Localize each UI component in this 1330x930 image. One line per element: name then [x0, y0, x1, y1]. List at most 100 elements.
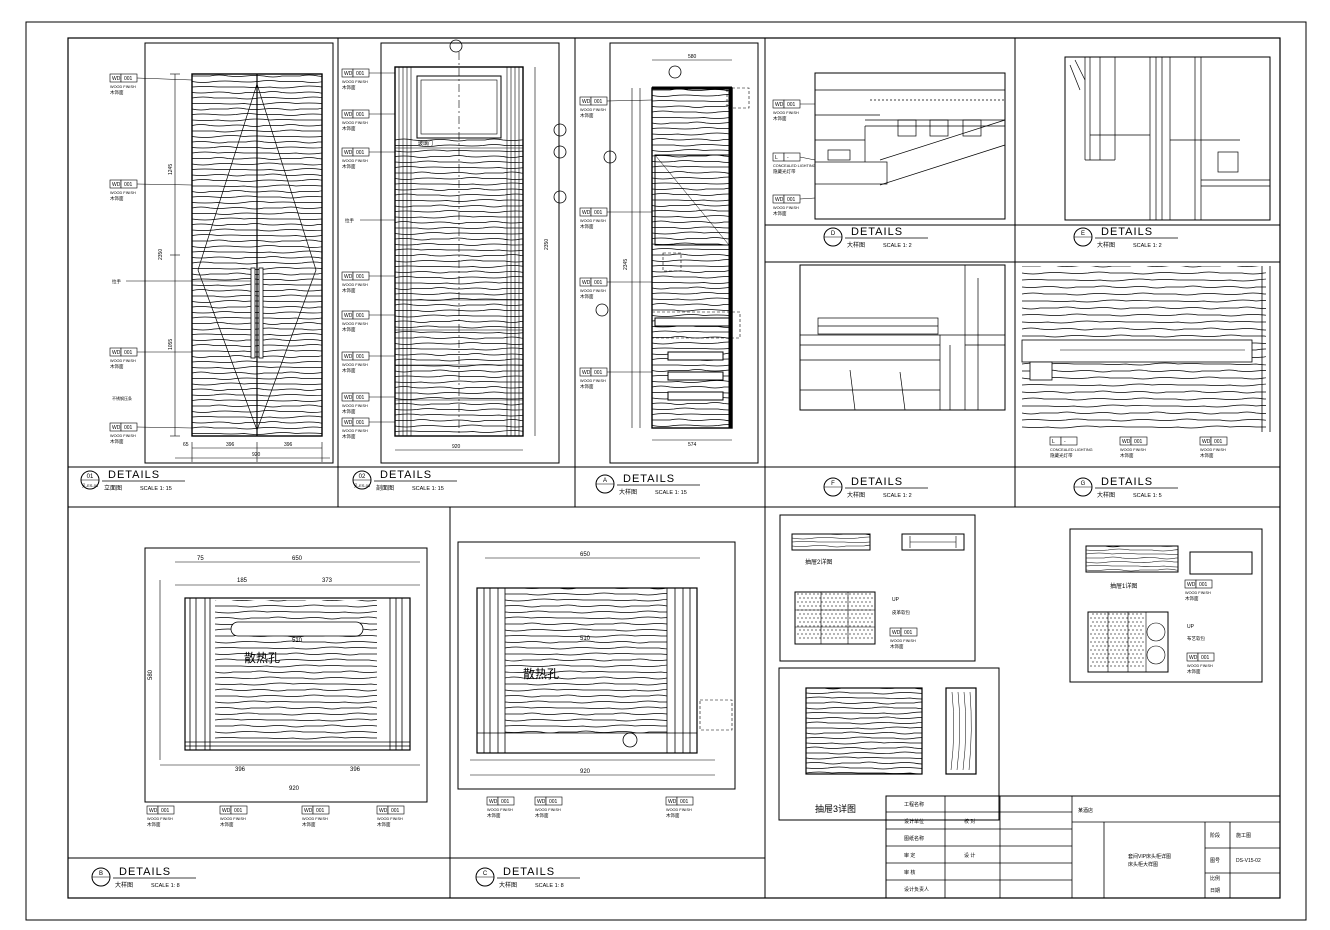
- panel-scale: SCALE 1: 15: [655, 490, 687, 496]
- svg-text:001: 001: [594, 280, 603, 286]
- panel-title: DETAILS: [1101, 476, 1153, 488]
- inner-frame: [67, 37, 1281, 899]
- label-drawer1: 抽屉1详图: [1110, 582, 1137, 590]
- svg-text:WD: WD: [489, 799, 498, 805]
- svg-text:001: 001: [356, 150, 365, 156]
- tb-date-label: 日期: [1210, 888, 1220, 894]
- svg-text:001: 001: [391, 808, 400, 814]
- svg-text:L: L: [1052, 439, 1055, 445]
- label-up-2: UP: [1187, 624, 1195, 630]
- svg-text:WOOD FINISH: WOOD FINISH: [1120, 448, 1146, 452]
- tb-r8: 设 计: [964, 852, 975, 859]
- svg-text:001: 001: [124, 425, 133, 431]
- svg-text:001: 001: [594, 370, 603, 376]
- tb-drawing-name: 套间VIP床头柜详图: [1128, 853, 1171, 860]
- svg-text:001: 001: [1199, 582, 1208, 588]
- panel-grid: [68, 38, 1280, 898]
- svg-text:WOOD FINISH: WOOD FINISH: [110, 359, 136, 363]
- svg-text:木饰面: 木饰面: [580, 223, 594, 230]
- dim-p02-h: 2350: [544, 239, 550, 250]
- title-block: 工程名称 设计单位 图纸名称 审 定 审 核 设计负责人 校 对 设 计 某酒店…: [885, 795, 1281, 899]
- label-steel: 不锈钢压条: [112, 395, 132, 401]
- label-drawer2: 抽屉2详图: [805, 558, 832, 566]
- dim-pC-w: 650: [580, 552, 591, 558]
- dim-p01-total-h: 2350: [158, 249, 164, 260]
- svg-text:WOOD FINISH: WOOD FINISH: [580, 379, 606, 383]
- svg-text:WD: WD: [344, 112, 353, 118]
- svg-text:木饰面: 木饰面: [110, 438, 124, 445]
- svg-text:WD: WD: [1187, 582, 1196, 588]
- svg-text:WOOD FINISH: WOOD FINISH: [342, 121, 368, 125]
- svg-text:WD: WD: [344, 313, 353, 319]
- panel-tag: G: [1081, 481, 1086, 487]
- dim-p01-w-total: 920: [252, 452, 261, 458]
- dim-pB-w: 650: [292, 556, 303, 562]
- svg-text:木饰面: 木饰面: [342, 367, 356, 374]
- svg-text:WOOD FINISH: WOOD FINISH: [580, 219, 606, 223]
- svg-text:WOOD FINISH: WOOD FINISH: [342, 322, 368, 326]
- tb-scale-label: 比例: [1210, 875, 1220, 882]
- panel-title: DETAILS: [851, 476, 903, 488]
- svg-text:WOOD FINISH: WOOD FINISH: [580, 289, 606, 293]
- label-glass-door: 玻璃门: [418, 140, 433, 147]
- svg-text:001: 001: [356, 420, 365, 426]
- svg-text:木饰面: 木饰面: [666, 812, 680, 819]
- svg-text:木饰面: 木饰面: [342, 326, 356, 333]
- svg-text:WOOD FINISH: WOOD FINISH: [302, 817, 328, 821]
- label-vent-b: 散热孔: [244, 650, 280, 665]
- svg-text:L: L: [775, 155, 778, 161]
- svg-text:001: 001: [356, 313, 365, 319]
- dim-pA-bottom: 574: [688, 442, 697, 448]
- panel-scale: SCALE 1: 5: [1133, 493, 1162, 499]
- svg-text:隐藏光灯带: 隐藏光灯带: [773, 168, 796, 175]
- svg-text:木饰面: 木饰面: [1185, 595, 1199, 602]
- panel-title: DETAILS: [851, 226, 903, 238]
- svg-text:WD: WD: [112, 425, 121, 431]
- svg-text:WOOD FINISH: WOOD FINISH: [487, 808, 513, 812]
- panel-sub: 大样图: [499, 881, 517, 889]
- tb-r3: 图纸名称: [904, 835, 924, 842]
- dim-p01-lower: 1055: [168, 339, 174, 350]
- svg-text:001: 001: [124, 76, 133, 82]
- svg-text:001: 001: [680, 799, 689, 805]
- svg-text:001: 001: [356, 354, 365, 360]
- panel-ref: 见-ES-01: [82, 483, 99, 488]
- tb-r4: 审 定: [904, 852, 915, 859]
- svg-text:木饰面: 木饰面: [890, 643, 904, 650]
- dim-pB-b: 373: [322, 578, 333, 584]
- svg-text:WOOD FINISH: WOOD FINISH: [220, 817, 246, 821]
- panel-scale: SCALE 1: 8: [151, 883, 180, 889]
- dim-p02-w: 920: [452, 444, 461, 450]
- svg-text:001: 001: [316, 808, 325, 814]
- label-fabric-2: 布艺软包: [1187, 635, 1205, 642]
- svg-text:-: -: [1064, 439, 1066, 445]
- panel-sub: 大样图: [847, 491, 865, 499]
- svg-text:WOOD FINISH: WOOD FINISH: [147, 817, 173, 821]
- svg-text:CONCEALED LIGHTING: CONCEALED LIGHTING: [773, 164, 816, 168]
- panel-ref: 见-ES-01: [354, 483, 371, 488]
- tb-no-label: 图号: [1210, 858, 1220, 864]
- panel-sub: 大样图: [619, 488, 637, 496]
- svg-text:WOOD FINISH: WOOD FINISH: [666, 808, 692, 812]
- svg-text:WD: WD: [582, 280, 591, 286]
- svg-text:木饰面: 木饰面: [342, 163, 356, 170]
- drawer-details: 抽屉2详图 抽屉3详图 抽屉1详图: [778, 514, 1263, 821]
- panel-tag: 02: [359, 474, 366, 480]
- panel-sub: 剖面图: [376, 484, 394, 492]
- svg-text:木饰面: 木饰面: [377, 821, 391, 828]
